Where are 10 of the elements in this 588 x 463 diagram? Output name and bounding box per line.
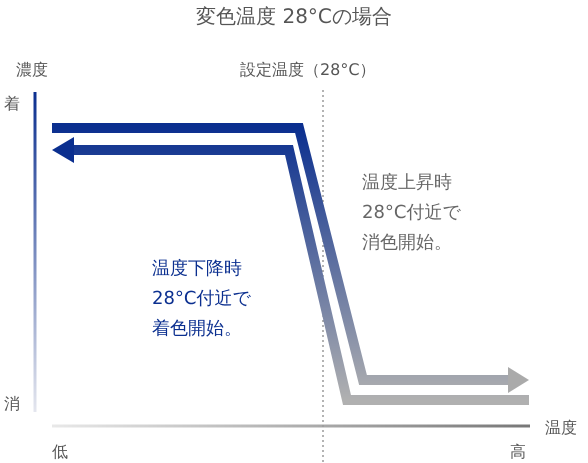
axis-label: 低 (52, 444, 68, 460)
axis-label: 温度 (545, 420, 577, 436)
axis-label: 着 (4, 96, 20, 112)
axis-label: 消 (4, 396, 20, 412)
title: 変色温度 28°Cの場合 (195, 6, 393, 26)
axis-label: 濃度 (16, 62, 48, 78)
annotation-text: 温度上昇時28°C付近で消色開始。 (362, 171, 462, 255)
axis-annotation: 設定温度（28°C） (240, 62, 376, 78)
axis-label: 高 (510, 444, 526, 460)
annotation-text: 温度下降時28°C付近で着色開始。 (152, 257, 252, 341)
